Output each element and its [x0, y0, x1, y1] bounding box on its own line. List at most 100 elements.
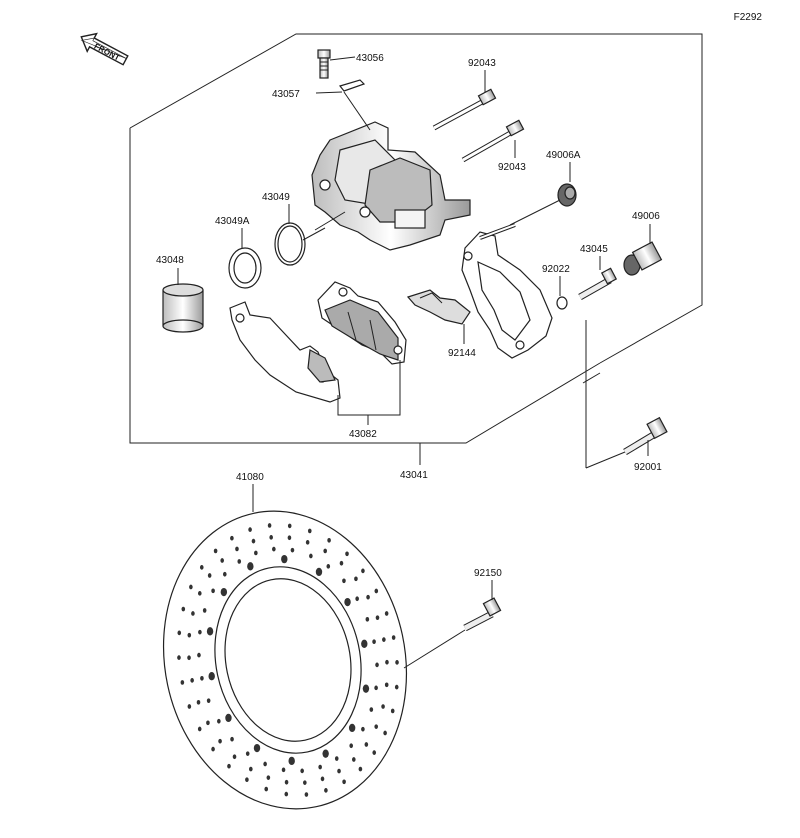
- disc-hole-middle: [232, 754, 237, 760]
- caliper-body: [311, 121, 471, 251]
- disc-hole-inner: [230, 736, 234, 742]
- label-43082: 43082: [349, 429, 377, 440]
- disc-hole-middle: [375, 615, 380, 621]
- caliper-piston: [162, 283, 204, 333]
- disc-hole-outer: [345, 551, 349, 557]
- disc-slot: [288, 756, 295, 766]
- disc-bolt: [463, 597, 502, 632]
- disc-hole-middle: [251, 538, 256, 544]
- disc-hole-inner: [375, 662, 379, 668]
- disc-hole-inner: [272, 546, 276, 552]
- disc-hole-outer: [324, 788, 328, 793]
- disc-hole-inner: [361, 726, 365, 732]
- disc-slot: [281, 554, 288, 564]
- disc-hole-outer: [197, 726, 202, 732]
- caliper-assembly-frame: [129, 33, 703, 468]
- disc-slot: [361, 639, 368, 648]
- disc-hole-middle: [320, 776, 325, 782]
- disc-hole-middle: [187, 655, 191, 661]
- disc-slot: [362, 684, 370, 693]
- disc-slot: [247, 562, 254, 571]
- disc-hole-outer: [287, 523, 292, 529]
- disc-hole-middle: [235, 546, 239, 552]
- disc-slot: [208, 672, 215, 681]
- disc-hole-outer: [177, 655, 181, 660]
- label-43049A: 43049A: [215, 216, 250, 227]
- disc-hole-middle: [323, 548, 327, 554]
- label-92001: 92001: [634, 462, 662, 473]
- disc-hole-middle: [384, 682, 389, 688]
- label-92043-lower: 92043: [498, 162, 526, 173]
- disc-hole-outer: [372, 750, 377, 755]
- disc-hole-outer: [394, 684, 399, 690]
- disc-hole-outer: [177, 630, 182, 636]
- disc-hole-outer: [395, 660, 399, 665]
- label-49006A: 49006A: [546, 150, 581, 161]
- disc-slot: [344, 597, 351, 607]
- label-41080: 41080: [236, 472, 264, 483]
- disc-hole-outer: [361, 568, 365, 574]
- disc-hole-inner: [198, 629, 202, 635]
- disc-hole-inner: [197, 652, 201, 658]
- disc-hole-inner: [342, 578, 346, 584]
- disc-hole-middle: [190, 678, 194, 683]
- pad-spring: [406, 289, 471, 325]
- disc-slot: [348, 723, 356, 733]
- dust-seal: [228, 247, 262, 289]
- disc-hole-outer: [230, 535, 234, 541]
- disc-hole-inner: [245, 751, 250, 756]
- disc-hole-outer: [304, 792, 309, 797]
- disc-hole-inner: [300, 768, 304, 774]
- figure-code: F2292: [734, 12, 763, 23]
- pin-boot: [623, 241, 663, 276]
- disc-hole-inner: [206, 698, 211, 704]
- disc-hole-inner: [334, 756, 339, 761]
- disc-hole-middle: [207, 573, 212, 578]
- disc-hole-outer: [391, 635, 396, 640]
- disc-hole-inner: [222, 571, 227, 577]
- disc-hole-middle: [284, 779, 289, 785]
- disc-hole-outer: [267, 523, 272, 528]
- bleed-cap: [338, 79, 366, 92]
- disc-hole-outer: [374, 588, 379, 594]
- label-92022: 92022: [542, 264, 570, 275]
- disc-hole-outer: [187, 704, 192, 709]
- disc-hole-middle: [196, 699, 201, 705]
- disc-hole-outer: [180, 680, 185, 685]
- disc-hole-inner: [254, 550, 258, 556]
- disc-hole-middle: [337, 768, 341, 774]
- disc-hole-outer: [384, 611, 389, 616]
- disc-hole-inner: [374, 685, 378, 691]
- disc-hole-inner: [290, 547, 295, 553]
- disc-slot: [253, 743, 261, 753]
- disc-hole-outer: [213, 548, 218, 554]
- disc-hole-middle: [385, 659, 389, 665]
- disc-hole-outer: [227, 763, 231, 769]
- label-92150: 92150: [474, 568, 502, 579]
- disc-hole-middle: [191, 611, 195, 616]
- disc-hole-outer: [199, 565, 204, 570]
- brake-pad-right: [317, 281, 407, 365]
- disc-hole-middle: [382, 637, 386, 642]
- disc-hole-outer: [358, 766, 363, 772]
- disc-hole-inner: [281, 767, 286, 773]
- label-43048: 43048: [156, 255, 184, 266]
- label-43057: 43057: [272, 89, 300, 100]
- disc-hole-inner: [355, 596, 359, 602]
- disc-slot: [322, 749, 329, 758]
- disc-hole-outer: [248, 527, 252, 532]
- disc-slot: [315, 567, 323, 577]
- disc-hole-middle: [352, 757, 356, 762]
- disc-slot: [220, 587, 228, 597]
- disc-hole-outer: [189, 584, 193, 590]
- disc-hole-middle: [339, 560, 344, 566]
- disc-hole-middle: [354, 576, 358, 582]
- pin-bolt: [578, 267, 618, 301]
- disc-hole-middle: [269, 535, 273, 540]
- brake-pad-left: [229, 301, 341, 403]
- disc-slot: [225, 713, 232, 723]
- disc-hole-outer: [327, 537, 331, 543]
- disc-hole-inner: [263, 761, 267, 767]
- label-43049: 43049: [262, 192, 290, 203]
